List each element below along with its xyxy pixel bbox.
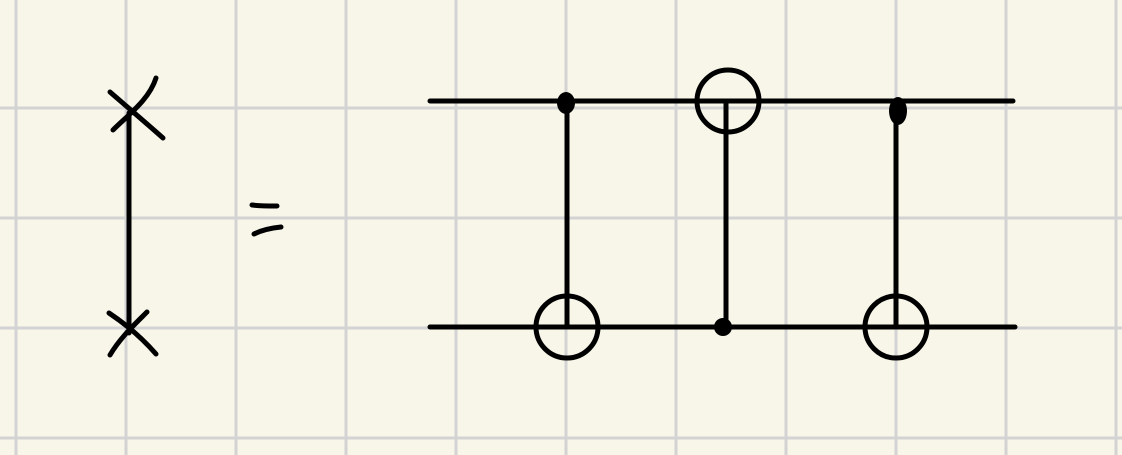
target-oplus-icon bbox=[533, 293, 601, 361]
cnot-circuit bbox=[427, 67, 1018, 361]
cnot-gate-2 bbox=[694, 67, 762, 336]
control-dot bbox=[714, 318, 732, 336]
control-dot bbox=[557, 92, 575, 114]
control-dot bbox=[889, 97, 907, 125]
target-oplus-icon bbox=[694, 67, 762, 135]
swap-gate bbox=[106, 75, 166, 358]
swap-cross-bottom-icon bbox=[106, 309, 159, 358]
cnot-gate-1 bbox=[533, 92, 601, 361]
target-oplus-icon bbox=[862, 293, 930, 361]
cnot-gate-3 bbox=[862, 97, 930, 361]
swap-cross-top-icon bbox=[107, 75, 166, 141]
equals-sign: = bbox=[249, 202, 284, 237]
